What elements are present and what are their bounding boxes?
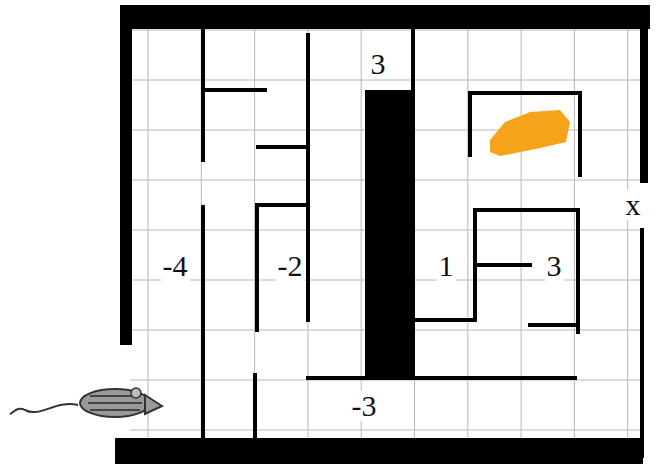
grid: [130, 28, 642, 440]
inner-walls: [203, 30, 580, 440]
grid-line: [130, 80, 642, 81]
outer-walls: [115, 5, 650, 464]
callout-number: -3: [350, 391, 379, 421]
callout-number: 3: [545, 251, 564, 281]
grid-line: [148, 28, 149, 440]
callout-number: 3: [369, 49, 388, 79]
cheese: [490, 110, 570, 156]
callout-number: 1: [437, 251, 456, 281]
callout-number: x: [624, 190, 643, 220]
grid-line: [130, 430, 642, 431]
grid-line: [627, 28, 628, 440]
callout-number: -2: [276, 251, 305, 281]
central-block: [365, 90, 415, 378]
grid-line: [130, 30, 642, 31]
mouse: [10, 388, 162, 417]
callout-number: -4: [161, 251, 190, 281]
